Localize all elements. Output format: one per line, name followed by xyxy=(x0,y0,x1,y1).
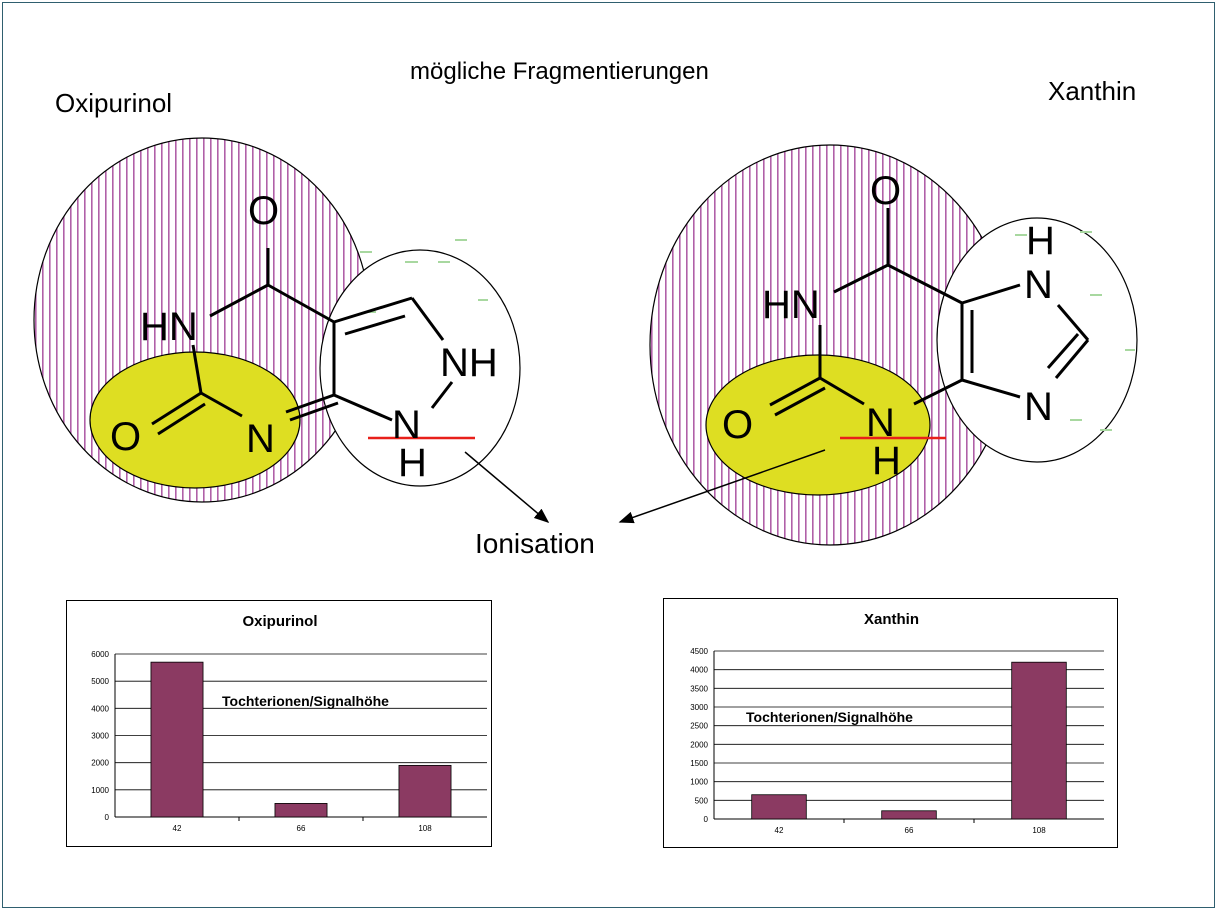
xanthin-x-tick-label: 42 xyxy=(775,826,784,835)
right-dashed-region xyxy=(936,217,1138,463)
xanthin-y-tick-label: 3500 xyxy=(690,684,708,693)
oxipurinol-y-tick-label: 2000 xyxy=(91,759,109,768)
oxipurinol-bar-66 xyxy=(274,803,328,818)
right-atom-h-bottom: H xyxy=(872,439,901,483)
chart-xanthin-svg: Xanthin 0 500 1000 1500 2000 2500 3000 3500 4000 4… xyxy=(690,611,1104,835)
oxipurinol-y-tick-label: 1000 xyxy=(91,786,109,795)
left-atom-n-ring: N xyxy=(392,403,421,447)
xanthin-chart-note: Tochterionen/Signalhöhe xyxy=(746,709,913,725)
right-atom-hn: HN xyxy=(762,283,820,327)
xanthin-x-tick-label: 108 xyxy=(1032,826,1046,835)
xanthin-x-tick-label: 66 xyxy=(905,826,914,835)
oxipurinol-y-tick-label: 5000 xyxy=(91,677,109,686)
xanthin-y-tick-label: 1500 xyxy=(690,759,708,768)
xanthin-bar-66 xyxy=(881,810,937,820)
oxipurinol-y-tick-label: 6000 xyxy=(91,650,109,659)
oxipurinol-bar-108 xyxy=(398,764,452,818)
left-bonds xyxy=(151,248,454,436)
oxipurinol-y-tick-label: 0 xyxy=(105,813,110,822)
right-molecule-name: Xanthin xyxy=(1048,76,1137,106)
oxipurinol-chart-title: Oxipurinol xyxy=(243,613,318,630)
right-atom-n-ring: N xyxy=(1024,385,1053,429)
right-yellow-region xyxy=(705,354,931,496)
chart-oxipurinol: Oxipurinol 0 1000 2000 3000 4000 5000 6000 42 66 1… xyxy=(66,600,492,847)
xanthin-y-tick-label: 3000 xyxy=(690,703,708,712)
right-atom-labels: O HN O N H H N N xyxy=(722,169,1055,483)
xanthin-y-tick-label: 2500 xyxy=(690,722,708,731)
right-atom-o-bottom: O xyxy=(722,403,753,447)
page-title: mögliche Fragmentierungen xyxy=(410,58,709,85)
xanthin-bar-108 xyxy=(1011,661,1067,820)
ionisation-label: Ionisation xyxy=(475,528,595,559)
xanthin-y-tick-label: 2000 xyxy=(690,740,708,749)
xanthin-bar-42 xyxy=(751,794,807,820)
chart-xanthin: Xanthin 0 500 1000 1500 2000 2500 3000 3500 4000 4… xyxy=(663,598,1118,848)
xanthin-y-tick-label: 1000 xyxy=(690,778,708,787)
ionisation-arrow-right xyxy=(618,449,826,524)
left-atom-o-bottom: O xyxy=(110,415,141,459)
left-atom-h: H xyxy=(398,441,427,485)
xanthin-chart-title: Xanthin xyxy=(864,611,919,628)
oxipurinol-x-tick-label: 108 xyxy=(418,824,432,833)
oxipurinol-x-tick-label: 42 xyxy=(173,824,182,833)
right-atom-n: N xyxy=(866,401,895,445)
xanthin-y-tick-label: 0 xyxy=(704,815,709,824)
oxipurinol-bar-42 xyxy=(150,661,204,818)
right-atom-h-top: H xyxy=(1026,219,1055,263)
left-atom-o-top: O xyxy=(248,189,279,233)
left-atom-hn: HN xyxy=(140,305,198,349)
oxipurinol-y-tick-label: 4000 xyxy=(91,704,109,713)
right-green-dashes xyxy=(1015,231,1135,431)
left-atom-n: N xyxy=(246,417,275,461)
left-atom-labels: O HN O N NH N H xyxy=(110,189,498,485)
oxipurinol-y-tick-label: 3000 xyxy=(91,732,109,741)
chart-oxipurinol-svg: Oxipurinol 0 1000 2000 3000 4000 5000 6000 42 66 1… xyxy=(91,613,487,833)
oxipurinol-x-tick-label: 66 xyxy=(297,824,306,833)
oxipurinol-chart-note: Tochterionen/Signalhöhe xyxy=(222,693,389,709)
left-dashed-region xyxy=(319,249,521,487)
ionisation-arrow-left xyxy=(464,451,550,523)
right-atom-o-top: O xyxy=(870,169,901,213)
right-atom-n-top: N xyxy=(1024,263,1053,307)
xanthin-y-tick-label: 4500 xyxy=(690,647,708,656)
right-bonds xyxy=(769,208,1090,417)
xanthin-y-tick-label: 4000 xyxy=(690,666,708,675)
left-atom-nh: NH xyxy=(440,341,498,385)
left-molecule-name: Oxipurinol xyxy=(55,88,173,118)
xanthin-y-tick-label: 500 xyxy=(695,796,709,805)
